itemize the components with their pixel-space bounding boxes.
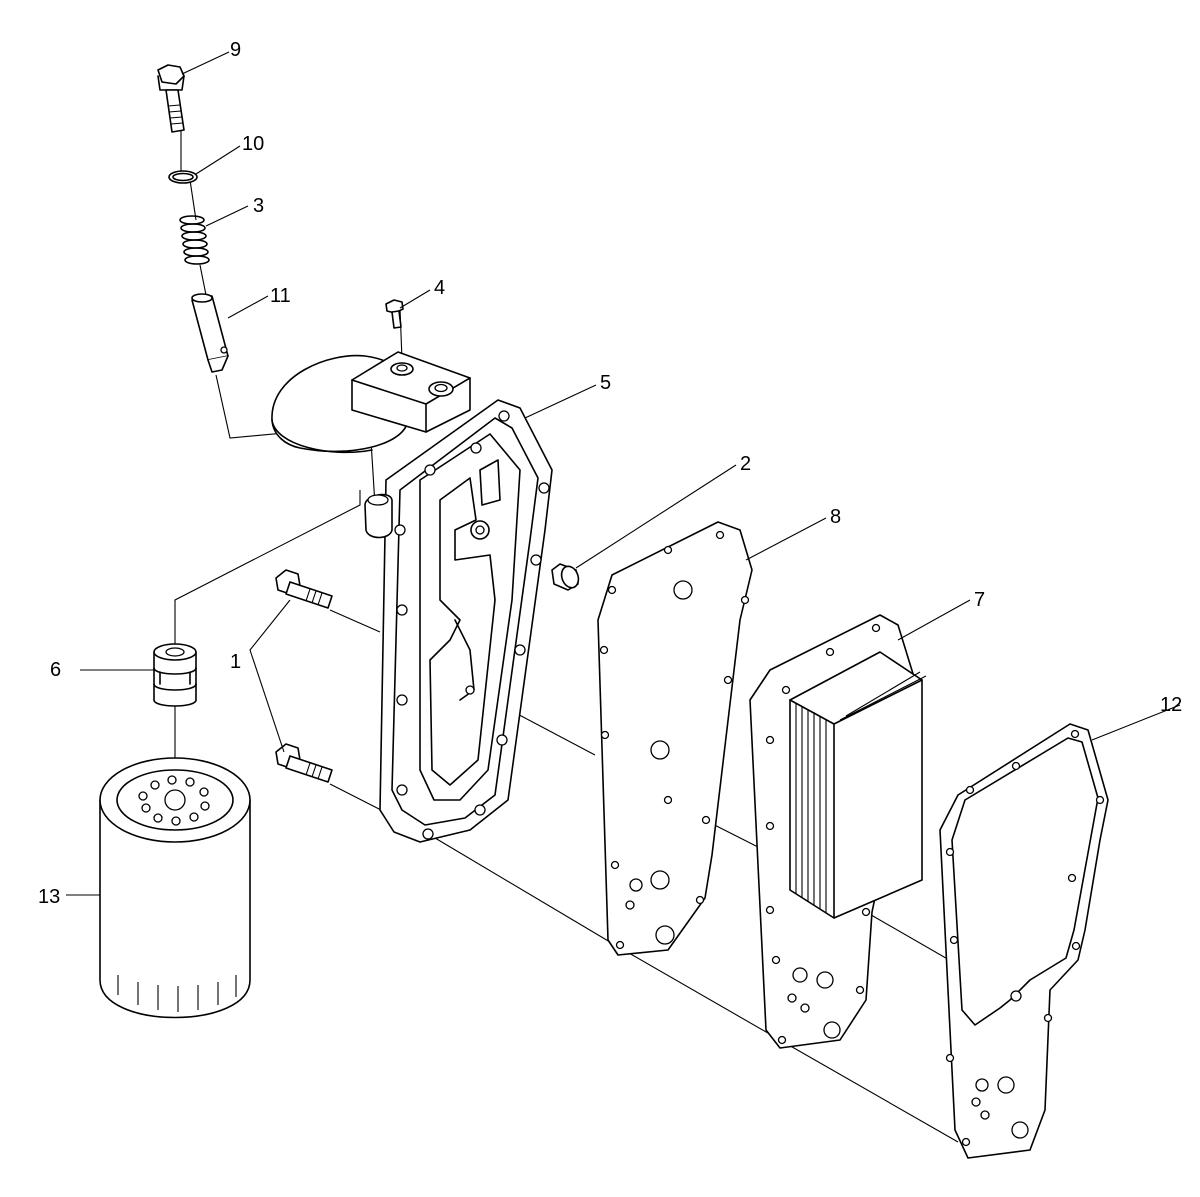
callout-6: 6 [50,659,61,681]
gasket-12-holes [945,729,1105,1147]
part-6-valve [153,643,197,707]
callout-4: 4 [434,277,445,299]
filter-ribs [117,975,237,1012]
filter-holes [138,775,210,826]
part-10-o-ring [168,170,198,184]
part-4-small-bolt [385,299,404,329]
callouts: 9 10 3 11 4 5 2 8 7 12 1 6 13 [38,39,1182,908]
part-9-bolt [157,64,185,133]
part-11-plunger [191,293,229,373]
callout-7: 7 [974,589,985,611]
callout-11: 11 [270,285,291,307]
part-1-bolt-upper [275,569,333,609]
leader-lines [66,51,1181,896]
part-13-oil-filter [99,757,251,1019]
callout-1: 1 [230,651,241,673]
part-2-plug [551,563,580,591]
callout-12: 12 [1160,694,1182,716]
part-12-gasket [939,723,1109,1159]
gasket-8-holes [599,530,750,950]
housing-bolt-holes [394,410,550,840]
cooler-fins [795,671,927,913]
callout-8: 8 [830,506,841,528]
cooler-holes [765,623,881,1045]
callout-9: 9 [230,39,241,61]
callout-5: 5 [600,372,611,394]
callout-10: 10 [242,133,264,155]
part-7-cooler [749,614,927,1049]
callout-2: 2 [740,453,751,475]
callout-13: 13 [38,886,60,908]
part-1-bolt-lower [275,743,333,783]
part-8-gasket [597,521,753,956]
callout-3: 3 [253,195,264,217]
part-3-spring [179,215,210,265]
part-5-housing [271,351,553,843]
